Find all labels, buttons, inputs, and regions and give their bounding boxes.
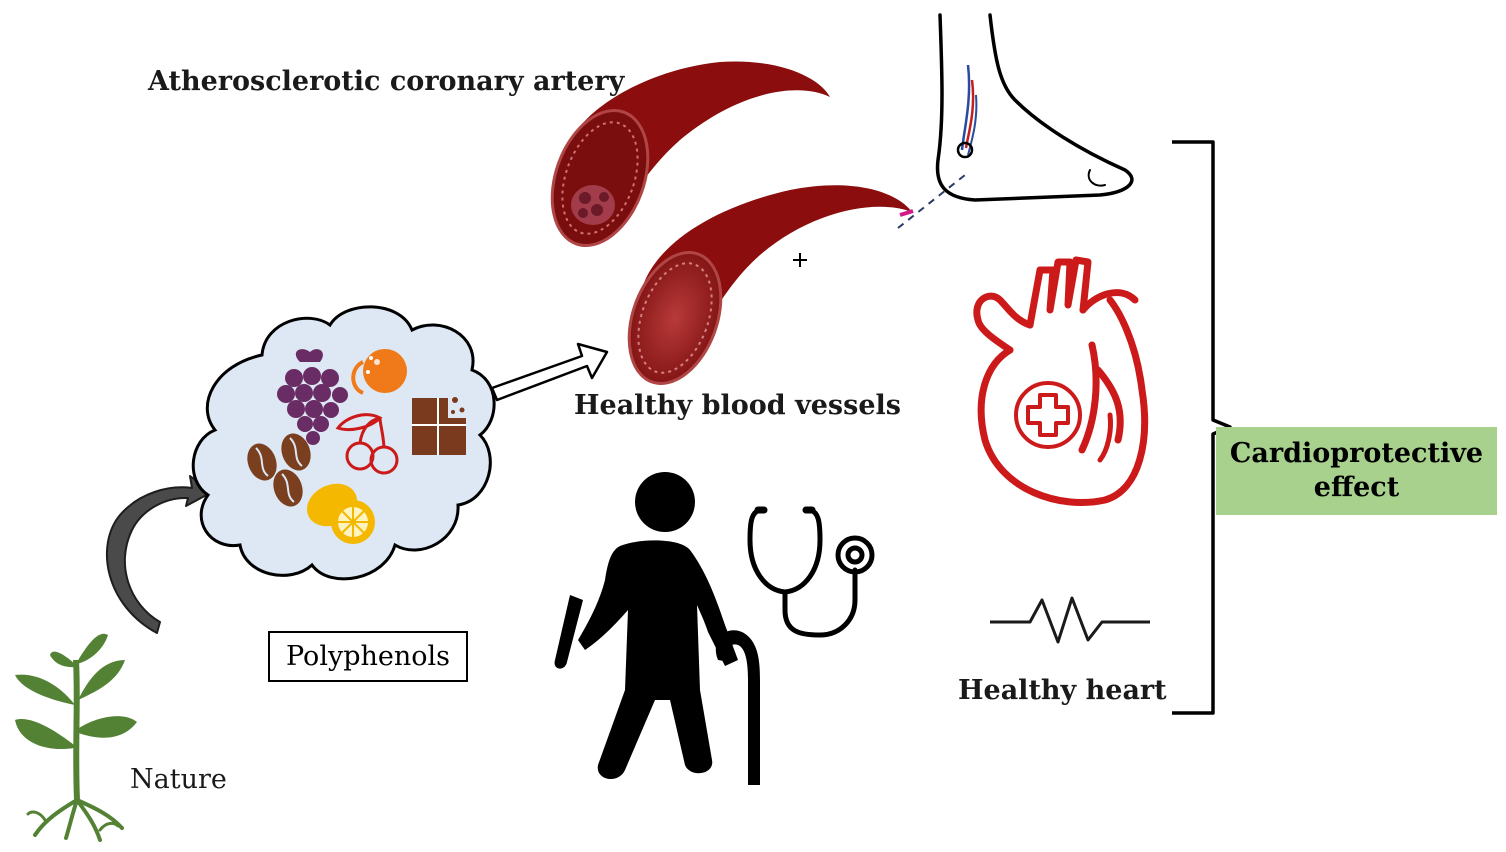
medical-cross-icon bbox=[1014, 381, 1082, 449]
lemon-icon bbox=[306, 483, 375, 544]
healthy-heart-label: Healthy heart bbox=[958, 675, 1167, 706]
grapes-icon bbox=[277, 349, 348, 445]
healthy-artery-icon bbox=[627, 185, 914, 385]
heart-icon bbox=[973, 256, 1149, 506]
stethoscope-icon bbox=[747, 506, 875, 638]
polyphenols-box: Polyphenols bbox=[268, 631, 468, 682]
diseased-artery-icon bbox=[550, 61, 830, 247]
foot-icon bbox=[935, 13, 1134, 202]
block-arrow-icon bbox=[490, 342, 609, 402]
ecg-wave-icon bbox=[990, 596, 1150, 644]
chocolate-icon bbox=[412, 397, 466, 455]
plant-icon bbox=[15, 633, 137, 842]
orange-icon bbox=[351, 349, 407, 395]
polyphenol-cloud-icon bbox=[191, 305, 496, 581]
healthy-vessels-label: Healthy blood vessels bbox=[574, 390, 901, 421]
cardioprotective-box: Cardioprotective effect bbox=[1216, 427, 1497, 515]
curved-arrow-icon bbox=[106, 475, 213, 634]
atherosclerotic-artery-label: Atherosclerotic coronary artery bbox=[148, 66, 625, 97]
nature-label: Nature bbox=[130, 764, 227, 795]
coffee-bean-icon bbox=[247, 433, 311, 507]
elderly-person-icon bbox=[554, 472, 760, 785]
cherry-icon bbox=[335, 413, 399, 475]
plus-marker bbox=[793, 253, 807, 267]
